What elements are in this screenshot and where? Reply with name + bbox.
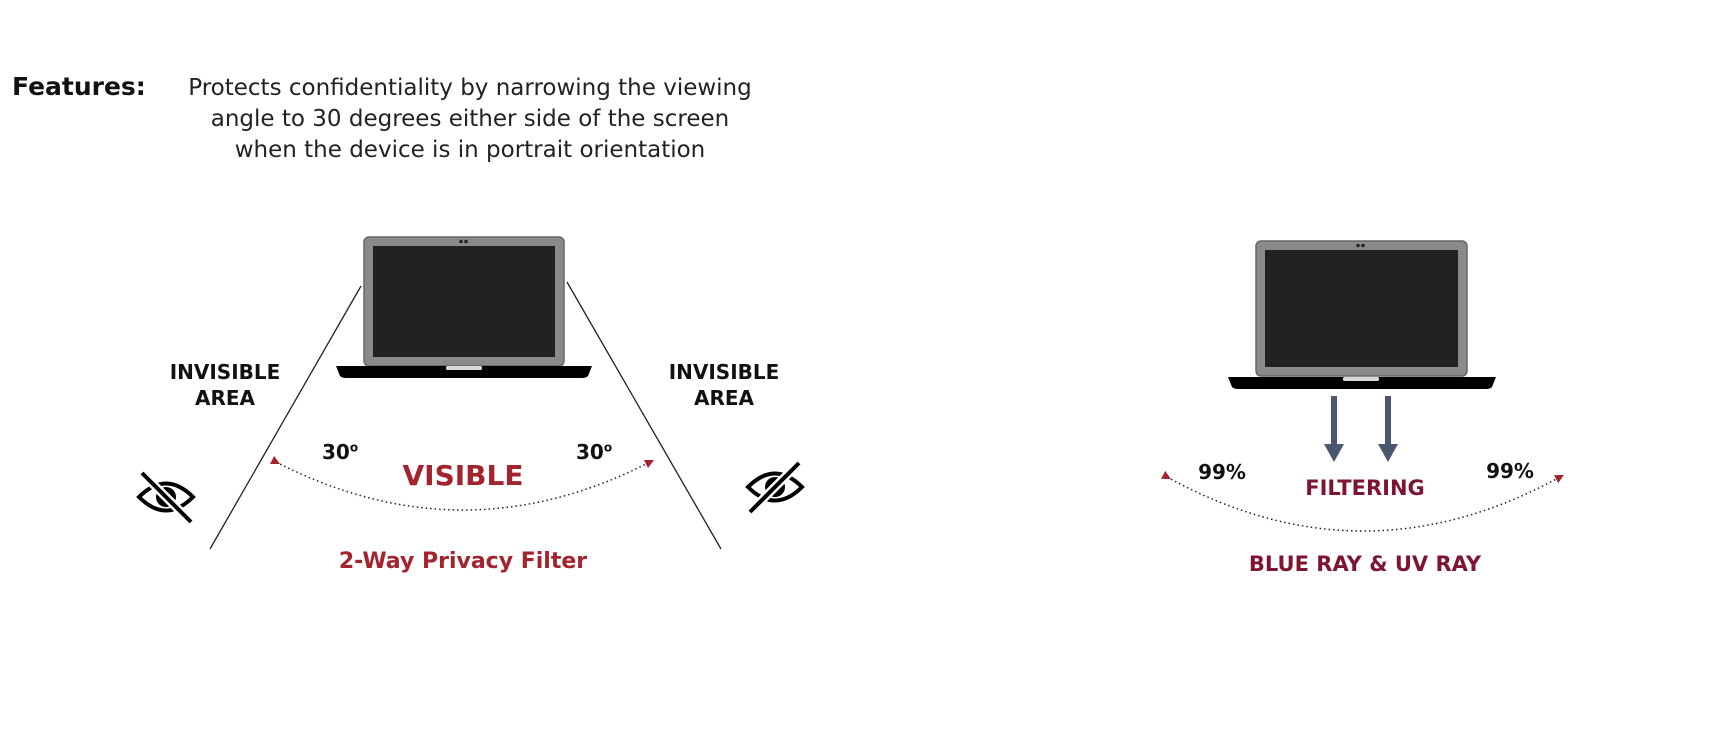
invisible-area-right: INVISIBLE AREA <box>654 359 794 411</box>
arrow-down-icon <box>1378 396 1398 462</box>
angle-left-unit: o <box>349 440 359 455</box>
invisible-area-left: INVISIBLE AREA <box>155 359 295 411</box>
filter-arc <box>1160 470 1564 532</box>
laptop-icon <box>1228 240 1496 389</box>
description-line-2: angle to 30 degrees either side of the s… <box>210 106 730 132</box>
description-line-1: Protects confidentiality by narrowing th… <box>188 75 752 101</box>
visible-arc <box>269 455 655 511</box>
angle-right-unit: o <box>603 440 613 455</box>
angle-left-value: 30 <box>322 440 350 464</box>
angle-left-label: 30o <box>322 440 358 464</box>
visible-label: VISIBLE <box>402 459 524 492</box>
invisible-area-left-line-1: INVISIBLE <box>169 360 281 384</box>
eye-slash-icon <box>136 469 196 526</box>
angle-right-value: 30 <box>576 440 604 464</box>
arrow-down-icon <box>1324 396 1344 462</box>
percent-left-label: 99% <box>1198 460 1246 484</box>
features-heading: Features: <box>12 72 146 101</box>
features-description: Protects confidentiality by narrowing th… <box>180 73 760 166</box>
privacy-filter-caption: 2-Way Privacy Filter <box>338 549 588 574</box>
percent-right-label: 99% <box>1486 459 1534 483</box>
laptop-icon <box>336 236 592 378</box>
invisible-area-left-line-2: AREA <box>194 386 256 410</box>
filtering-label: FILTERING <box>1305 476 1425 500</box>
description-line-3: when the device is in portrait orientati… <box>234 137 706 163</box>
eye-slash-icon <box>745 459 805 516</box>
invisible-area-right-line-2: AREA <box>693 386 755 410</box>
left-view-boundary <box>209 285 362 550</box>
right-view-boundary <box>566 281 722 550</box>
blue-ray-uv-caption: BLUE RAY & UV RAY <box>1248 552 1482 576</box>
invisible-area-right-line-1: INVISIBLE <box>668 360 780 384</box>
angle-right-label: 30o <box>576 440 612 464</box>
